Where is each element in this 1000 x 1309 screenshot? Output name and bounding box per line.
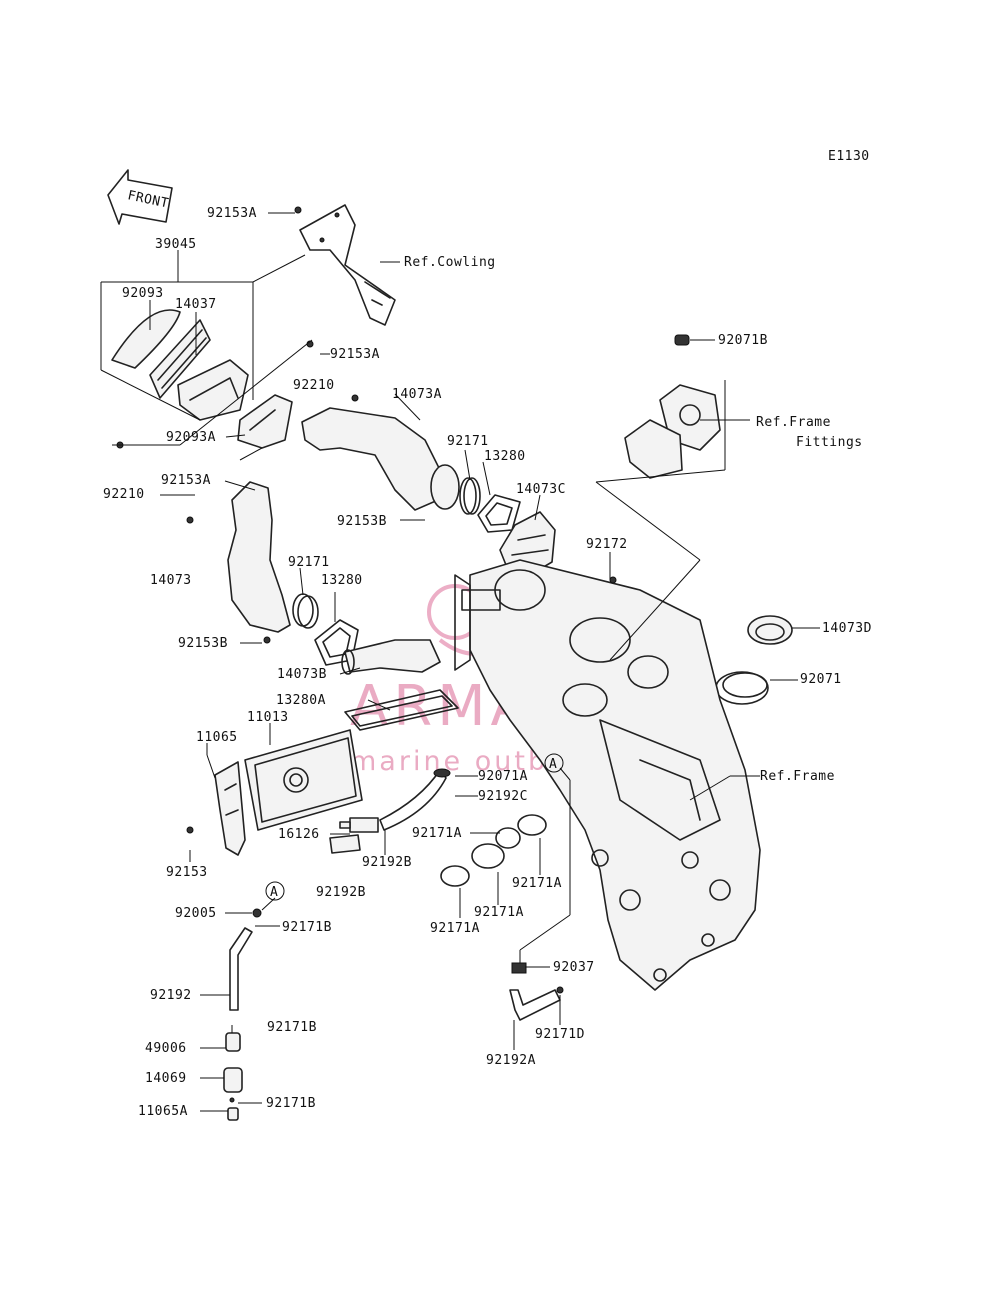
label-92171a-3: 92171A [474, 905, 524, 920]
duct-14073b [341, 639, 441, 675]
label-13280-mid: 13280 [321, 573, 363, 588]
label-39045: 39045 [155, 237, 197, 252]
main-frame [454, 559, 761, 991]
air-duct-14073 [186, 481, 291, 644]
front-label: FRONT [126, 188, 170, 211]
label-14073d: 14073D [822, 621, 872, 636]
label-14069: 14069 [145, 1071, 187, 1086]
fitting-16126 [329, 817, 379, 854]
label-92192b-1: 92192B [362, 855, 412, 870]
gasket-13280-mid [314, 619, 359, 666]
label-92153: 92153 [166, 865, 208, 880]
ring-92071 [715, 671, 769, 705]
label-ref-frame: Ref.Frame [760, 769, 835, 784]
label-92153b-low: 92153B [178, 636, 228, 651]
label-16126: 16126 [278, 827, 320, 842]
label-11065a: 11065A [138, 1104, 188, 1119]
label-92071b: 92071B [718, 333, 768, 348]
label-92171b-1: 92171B [282, 920, 332, 935]
ref-circle-a-lower-label: A [270, 885, 278, 900]
label-92171a-4: 92171A [430, 921, 480, 936]
label-92153a-mid: 92153A [330, 347, 380, 362]
label-11065: 11065 [196, 730, 238, 745]
label-92153a-left: 92153A [161, 473, 211, 488]
label-92153b-mid: 92153B [337, 514, 387, 529]
label-13280-top: 13280 [484, 449, 526, 464]
label-92171d: 92171D [535, 1027, 585, 1042]
label-92071: 92071 [800, 672, 842, 687]
label-92093: 92093 [122, 286, 164, 301]
front-arrow-icon: FRONT [107, 169, 173, 225]
label-14073c: 14073C [516, 482, 566, 497]
label-ref-cowling: Ref.Cowling [404, 255, 496, 270]
label-14073b: 14073B [277, 667, 327, 682]
label-92005: 92005 [175, 906, 217, 921]
gasket-13280-upper [477, 494, 521, 533]
label-92171-top: 92171 [447, 434, 489, 449]
clamp-92171-mid [292, 593, 319, 629]
bracket-11065 [186, 761, 246, 856]
cowling-bracket [294, 204, 396, 326]
label-92210-mid: 92210 [293, 378, 335, 393]
clamp-92171-upper [459, 477, 481, 515]
air-duct-14073a [301, 340, 460, 511]
label-11013: 11013 [247, 710, 289, 725]
label-14073a: 14073A [392, 387, 442, 402]
duct-92093a [237, 394, 293, 449]
drain-hose-assembly [223, 908, 262, 1121]
duct-14073c [499, 511, 556, 576]
clamps-92171a [440, 814, 547, 887]
label-92153a-top: 92153A [207, 206, 257, 221]
label-13280a: 13280A [276, 693, 326, 708]
label-92192b-2: 92192B [316, 885, 366, 900]
label-92210-left: 92210 [103, 487, 145, 502]
label-92172: 92172 [586, 537, 628, 552]
ref-circle-a-upper-label: A [549, 757, 557, 772]
frame-fitting-top [624, 334, 721, 479]
label-92037: 92037 [553, 960, 595, 975]
label-92171a-1: 92171A [412, 826, 462, 841]
label-ref-frame-fittings-1: Ref.Frame [756, 415, 831, 430]
label-92171a-2: 92171A [512, 876, 562, 891]
label-92171-mid: 92171 [288, 555, 330, 570]
label-49006: 49006 [145, 1041, 187, 1056]
ring-14073d [747, 615, 793, 645]
label-ref-frame-fittings-2: Fittings [796, 435, 863, 450]
ref-circle-a-upper: A [544, 753, 564, 773]
leader-lines [100, 212, 820, 1112]
ref-circle-a-lower: A [265, 881, 285, 901]
air-filter-11013 [244, 729, 363, 831]
label-92192c: 92192C [478, 789, 528, 804]
part-labels: E1130 92153A Ref.Cowling 39045 92093 140… [103, 149, 872, 1119]
filter-frame-13280a [344, 689, 459, 731]
label-14037: 14037 [175, 297, 217, 312]
hose-92192a [509, 962, 564, 1021]
hose-92192c [379, 768, 451, 831]
label-92192: 92192 [150, 988, 192, 1003]
diagram-code: E1130 [828, 149, 870, 164]
label-92171b-2: 92171B [267, 1020, 317, 1035]
label-92093a: 92093A [166, 430, 216, 445]
air-inlet-cover-group [111, 309, 249, 449]
label-92071a: 92071A [478, 769, 528, 784]
label-92171b-3: 92171B [266, 1096, 316, 1111]
label-92192a: 92192A [486, 1053, 536, 1068]
label-14073: 14073 [150, 573, 192, 588]
